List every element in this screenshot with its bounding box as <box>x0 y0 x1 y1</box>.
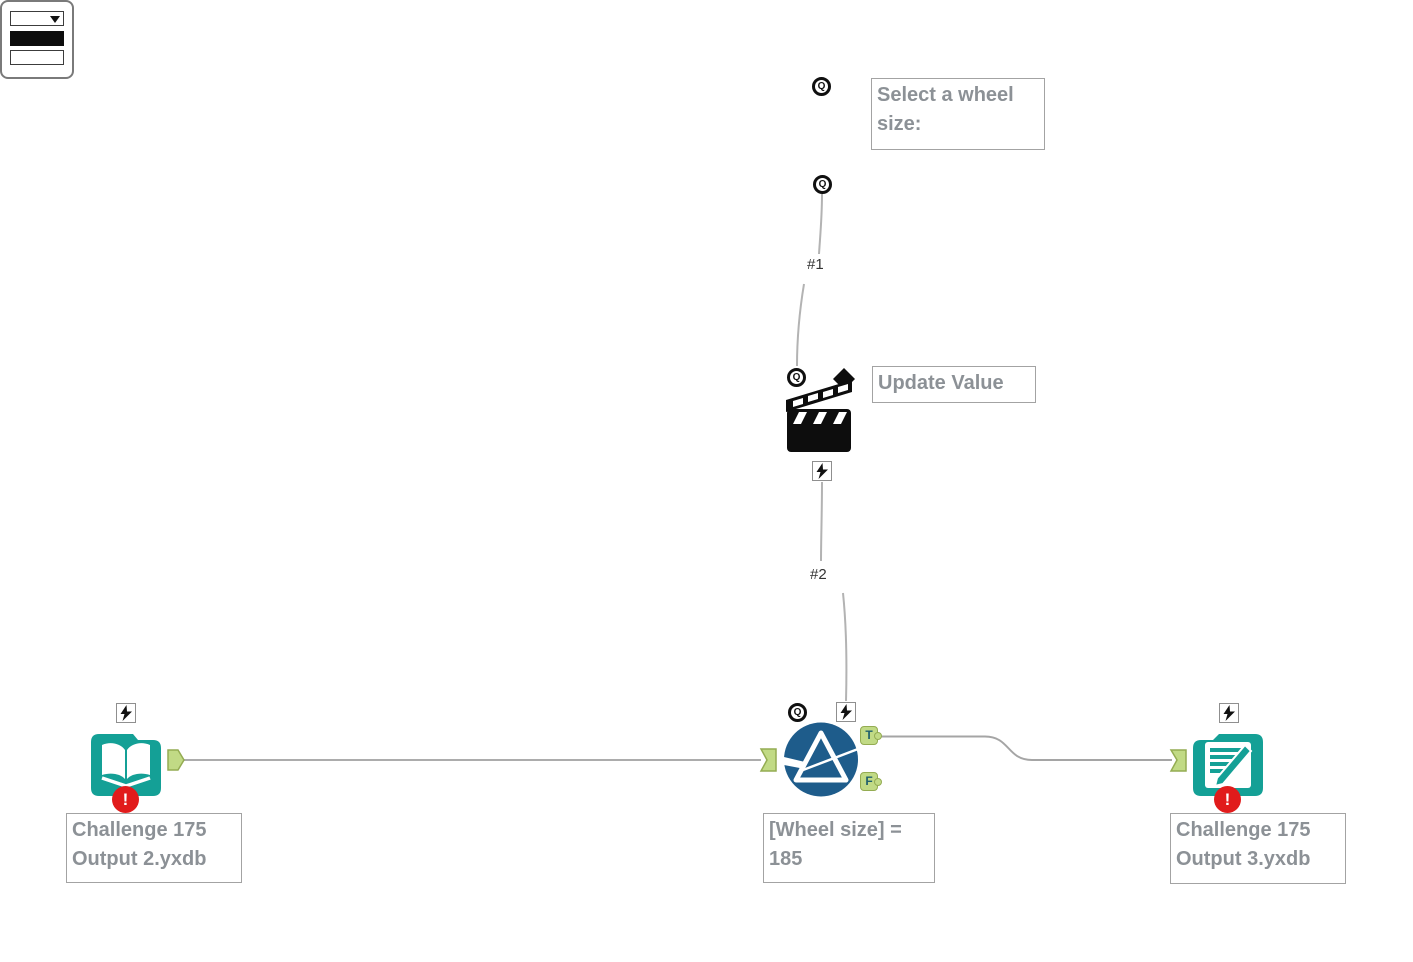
action-bolt-anchor[interactable] <box>812 461 832 481</box>
action-question-anchor[interactable]: Q <box>787 368 806 387</box>
input-data-bolt-anchor[interactable] <box>116 703 136 723</box>
action-tool-icon[interactable] <box>781 362 857 459</box>
output-data-bolt-anchor[interactable] <box>1219 703 1239 723</box>
filter-bolt-anchor[interactable] <box>836 702 856 722</box>
lightning-icon <box>840 704 852 720</box>
dropdown-question-anchor-bottom[interactable]: Q <box>813 175 832 194</box>
dropdown-textbox-glyph <box>10 50 64 65</box>
wire-filter-true-to-output[interactable] <box>881 735 1172 761</box>
funnel-icon <box>784 730 859 783</box>
output-data-tool-icon[interactable] <box>1193 726 1263 801</box>
lightning-icon <box>120 705 132 721</box>
connection-label-2[interactable]: #2 <box>808 566 829 583</box>
filter-annotation[interactable]: [Wheel size] = 185 <box>763 813 935 883</box>
chevron-down-icon <box>50 16 60 23</box>
wire-dropdown-to-action-upper[interactable] <box>818 193 823 255</box>
input-error-badge[interactable]: ! <box>112 786 139 813</box>
wire-dropdown-to-action-lower[interactable] <box>796 283 805 367</box>
input-data-output-anchor[interactable] <box>167 749 185 771</box>
lightning-icon <box>1223 705 1235 721</box>
filter-true-anchor[interactable]: T <box>860 726 882 745</box>
dropdown-selected-bar-glyph <box>10 31 64 46</box>
document-pencil-icon <box>1205 742 1253 788</box>
dropdown-annotation[interactable]: Select a wheel size: <box>871 78 1045 150</box>
clapper-top-stick-icon <box>786 380 852 412</box>
output-data-input-anchor[interactable] <box>1169 749 1187 772</box>
filter-question-anchor[interactable]: Q <box>788 703 807 722</box>
output-error-badge[interactable]: ! <box>1214 786 1241 813</box>
connection-label-1[interactable]: #1 <box>805 256 826 273</box>
filter-false-anchor[interactable]: F <box>860 772 882 791</box>
action-annotation[interactable]: Update Value <box>872 366 1036 403</box>
lightning-icon <box>816 463 828 479</box>
filter-input-anchor[interactable] <box>759 748 777 772</box>
wire-action-to-filter-lower[interactable] <box>842 592 848 702</box>
output-data-annotation[interactable]: Challenge 175 Output 3.yxdb <box>1170 813 1346 884</box>
filter-tool-icon[interactable] <box>782 721 860 804</box>
input-data-annotation[interactable]: Challenge 175 Output 2.yxdb <box>66 813 242 883</box>
clapper-body-icon <box>787 409 851 452</box>
dropdown-combobox-glyph <box>10 11 64 26</box>
dropdown-tool-icon[interactable] <box>0 0 74 79</box>
dropdown-question-anchor-top[interactable]: Q <box>812 77 831 96</box>
wire-action-to-filter-upper[interactable] <box>820 481 823 562</box>
